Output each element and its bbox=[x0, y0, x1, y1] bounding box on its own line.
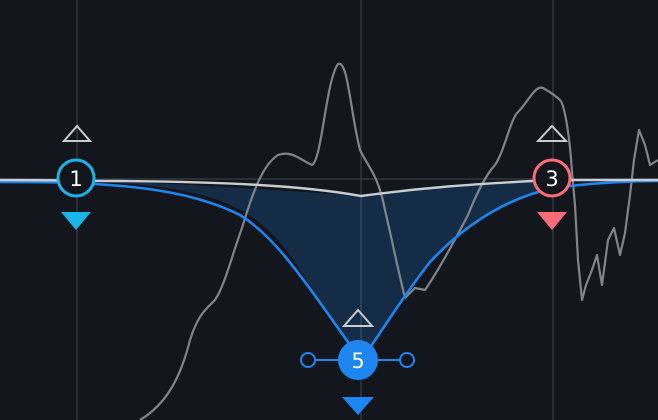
band-fill-area bbox=[75, 180, 553, 360]
triangle-up-icon[interactable] bbox=[61, 124, 93, 142]
triangle-up-icon[interactable] bbox=[535, 124, 569, 142]
node-handle[interactable] bbox=[56, 158, 96, 198]
node-handle[interactable] bbox=[338, 340, 378, 380]
spectrum-line bbox=[139, 62, 658, 420]
triangle-down-icon[interactable] bbox=[61, 212, 91, 230]
sum-curve bbox=[0, 178, 658, 198]
node-label: 3 bbox=[545, 167, 558, 191]
eq-node-3[interactable]: 3 bbox=[532, 124, 572, 230]
triangle-down-icon[interactable] bbox=[537, 212, 567, 230]
triangle-down-icon[interactable] bbox=[342, 397, 374, 415]
q-left-handle[interactable] bbox=[300, 352, 316, 368]
node-label: 1 bbox=[69, 167, 82, 191]
eq-node-1[interactable]: 1 bbox=[56, 124, 96, 230]
q-right-handle[interactable] bbox=[399, 352, 415, 368]
node-handle[interactable] bbox=[532, 158, 572, 198]
node-label: 5 bbox=[351, 349, 364, 373]
eq-node-5[interactable]: 5 bbox=[300, 308, 415, 415]
triangle-up-icon[interactable] bbox=[341, 308, 375, 327]
